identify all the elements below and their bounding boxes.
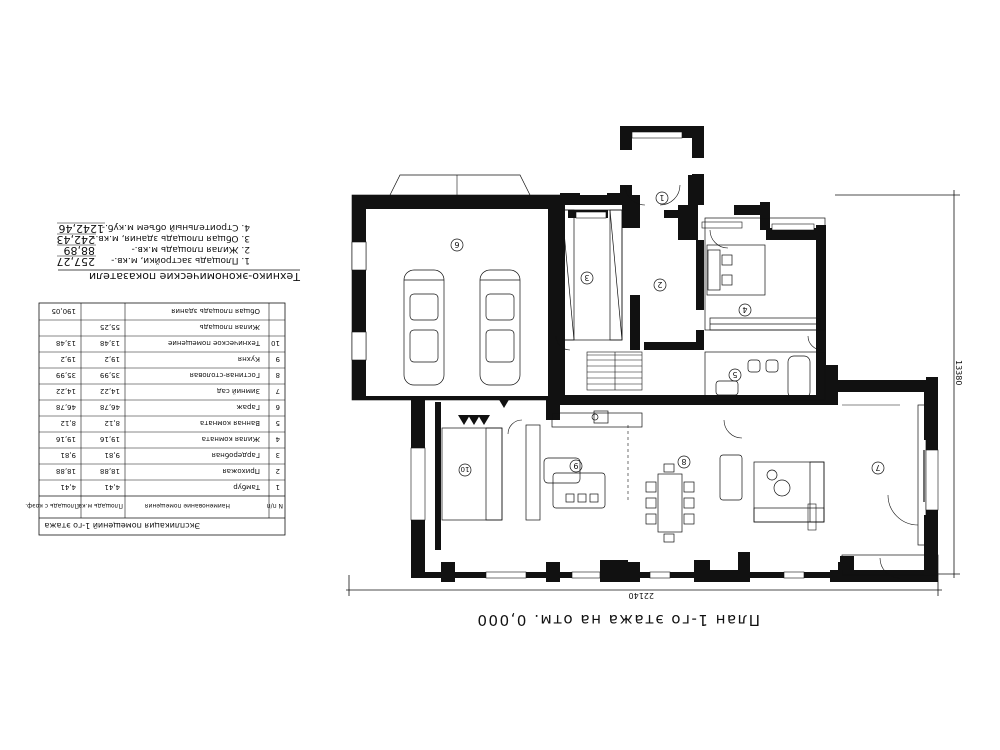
room-number-6: 6 [454, 240, 459, 249]
table-cell-name: Кухня [238, 355, 260, 363]
table-cell-n: 8 [276, 371, 280, 379]
table-cell-area: 4,41 [104, 483, 120, 491]
table-cell-area: 19,2 [104, 355, 120, 363]
table-cell-n: 9 [276, 355, 280, 363]
indicator-label-1: 1. Площадь застройки, м.кв.- [111, 255, 250, 265]
table-cell-coef: 19,16 [55, 435, 76, 443]
indicator-value-2: 88,89 [64, 244, 96, 257]
table-cell-name: Гараж [236, 403, 260, 411]
explication-title: Экспликация помещений 1-го этажа [44, 521, 200, 530]
table-cell-area: 8,12 [104, 419, 120, 427]
table-cell-name: Техническое помещение [168, 339, 261, 347]
room-number-9: 9 [573, 461, 578, 470]
table-cell-name: Тамбур [233, 483, 261, 491]
table-cell-n: 6 [275, 403, 280, 411]
indicator-value-4: 1242,46 [59, 222, 105, 235]
table-cell-coef: 46,78 [56, 403, 76, 411]
table-cell-name: Прихожая [223, 467, 261, 475]
room-number-10: 10 [461, 465, 470, 473]
equipment-markers [458, 398, 510, 425]
indicators-heading: Технико-экономические показатели [89, 270, 301, 283]
table-cell-coef: 18,88 [56, 467, 76, 475]
indicator-label-3: 3. Общая площадь здания, м.кв.- [92, 233, 250, 243]
bedroom [704, 217, 826, 331]
car-icon [403, 269, 521, 386]
table-cell-coef: 14,22 [56, 387, 76, 395]
indicator-value-3: 242,43 [57, 233, 96, 246]
table-cell-name: Зимний сад [217, 387, 260, 395]
table-cell-n: 3 [276, 451, 280, 459]
table-cell-name: Жилая комната [202, 435, 260, 443]
room-number-2: 2 [657, 280, 662, 289]
table-cell-coef: 190,05 [52, 307, 77, 315]
room-number-8: 8 [681, 457, 686, 466]
garage [351, 174, 561, 401]
table-cell-name: Общая площадь здания [171, 307, 260, 315]
table-cell-name: Гардеробная [212, 451, 260, 459]
table-cell-coef: 4,41 [60, 483, 76, 491]
room-number-1: 1 [659, 193, 664, 202]
width-dim-text: 22140 [629, 591, 654, 600]
room-labels [450, 191, 885, 477]
table-cell-area: 18,88 [100, 467, 120, 475]
header-area: Площадь м.кв. [76, 502, 123, 509]
table-cell-n: 2 [276, 467, 280, 475]
table-cell-area: 14,22 [100, 387, 120, 395]
plan-title-main: План 1-го этажа на отм. 0,000 [476, 611, 760, 629]
wardrobe [561, 209, 623, 341]
indicator-label-4: 4. Строительный объем м.куб.- [102, 222, 250, 232]
table-cell-area: 19,16 [99, 435, 120, 443]
table-cell-area: 35,99 [100, 371, 120, 379]
table-cell-name: Жилая площадь [200, 323, 260, 331]
room-number-7: 7 [875, 463, 880, 472]
bathroom [704, 351, 826, 401]
table-cell-coef: 8,12 [60, 419, 76, 427]
room-number-4: 4 [742, 305, 747, 314]
table-cell-coef: 35,99 [56, 371, 76, 379]
indicator-label-2: 2. Жилая площадь м.кв.- [131, 244, 250, 254]
header-name: Наименование помещения [144, 502, 230, 509]
tech-room [441, 427, 503, 521]
table-cell-area: 9,81 [104, 451, 120, 459]
house-walls [411, 126, 938, 582]
table-cell-area: 13,48 [100, 339, 120, 347]
windows [351, 131, 939, 579]
room-number-5: 5 [732, 370, 737, 379]
room-number-3: 3 [584, 273, 589, 282]
table-cell-coef: 13,48 [56, 339, 76, 347]
indicator-value-1: 257,27 [57, 255, 96, 268]
table-cell-n: 7 [276, 387, 280, 395]
winter-garden [840, 392, 939, 576]
doors [507, 184, 919, 579]
table-cell-area: 46,78 [100, 403, 120, 411]
header-number: N п/п [267, 502, 283, 509]
table-cell-coef: 19,2 [60, 355, 76, 363]
table-cell-name: Гостиная-столовая [190, 371, 260, 379]
table-cell-n: 5 [276, 419, 280, 427]
table-cell-name: Ванная комната [200, 419, 260, 427]
table-cell-n: 4 [275, 435, 280, 443]
table-cell-n: 1 [276, 483, 280, 491]
table-cell-area: 55,25 [100, 323, 120, 331]
header-coef: Площадь с коэф. [25, 502, 79, 509]
dining-table [645, 463, 695, 543]
table-cell-n: 10 [271, 339, 280, 347]
height-dim-text: 13380 [954, 360, 963, 385]
kitchen-furniture [525, 410, 643, 521]
explication-table: Экспликация помещений 1-го этажа N п/п Н… [25, 302, 286, 536]
table-cell-coef: 9,81 [60, 451, 76, 459]
stairs [586, 351, 643, 391]
sofa-set [719, 454, 825, 523]
indicators-block: Технико-экономические показатели 1. Площ… [57, 222, 302, 283]
